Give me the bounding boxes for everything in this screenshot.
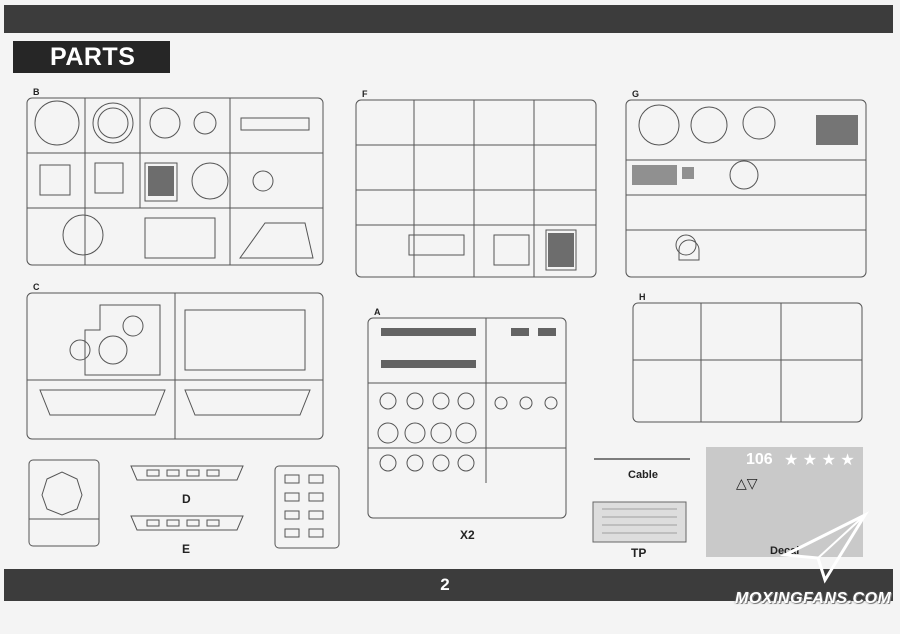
sprue-f-letter: F — [362, 89, 368, 99]
top-bar — [4, 5, 893, 33]
sprue-a-letter: A — [374, 307, 381, 317]
sprue-c: C — [25, 282, 325, 442]
track-part-d — [127, 462, 247, 484]
page-number: 2 — [440, 575, 450, 594]
cable-label: Cable — [628, 469, 658, 481]
watermark: MOXINGFANS.COM — [735, 590, 892, 607]
decal-label: Decal — [770, 545, 800, 557]
sprue-b: B — [25, 87, 325, 268]
star-icon: ★ ★ ★ ★ — [784, 452, 855, 469]
sprue-b-letter: B — [33, 87, 40, 97]
photo-etch-sheet — [592, 501, 687, 543]
sprue-turret-small — [27, 457, 102, 549]
bottom-bar — [4, 569, 893, 601]
sprue-g: G — [624, 89, 869, 280]
decal-sheet: 106 ★ ★ ★ ★ △▽ Decal — [706, 447, 863, 557]
sprue-h: H — [631, 292, 864, 425]
paper-plane-logo — [779, 510, 870, 590]
photo-etch-label: TP — [631, 546, 647, 560]
page-title: PARTS — [13, 41, 170, 73]
decal-number: 106 — [746, 451, 773, 468]
sprue-g-letter: G — [632, 89, 640, 99]
sprue-h-letter: H — [639, 292, 646, 302]
cable-part — [592, 456, 692, 462]
sprue-track-links — [273, 463, 341, 551]
track-part-e — [127, 512, 247, 534]
triangle-icon: △▽ — [736, 475, 758, 491]
sprue-a-quantity: X2 — [460, 528, 475, 542]
part-d-label: D — [182, 492, 191, 506]
sprue-c-letter: C — [33, 282, 40, 292]
sprue-a: A — [366, 307, 571, 523]
part-e-label: E — [182, 542, 191, 556]
sprue-f: F — [354, 89, 599, 280]
